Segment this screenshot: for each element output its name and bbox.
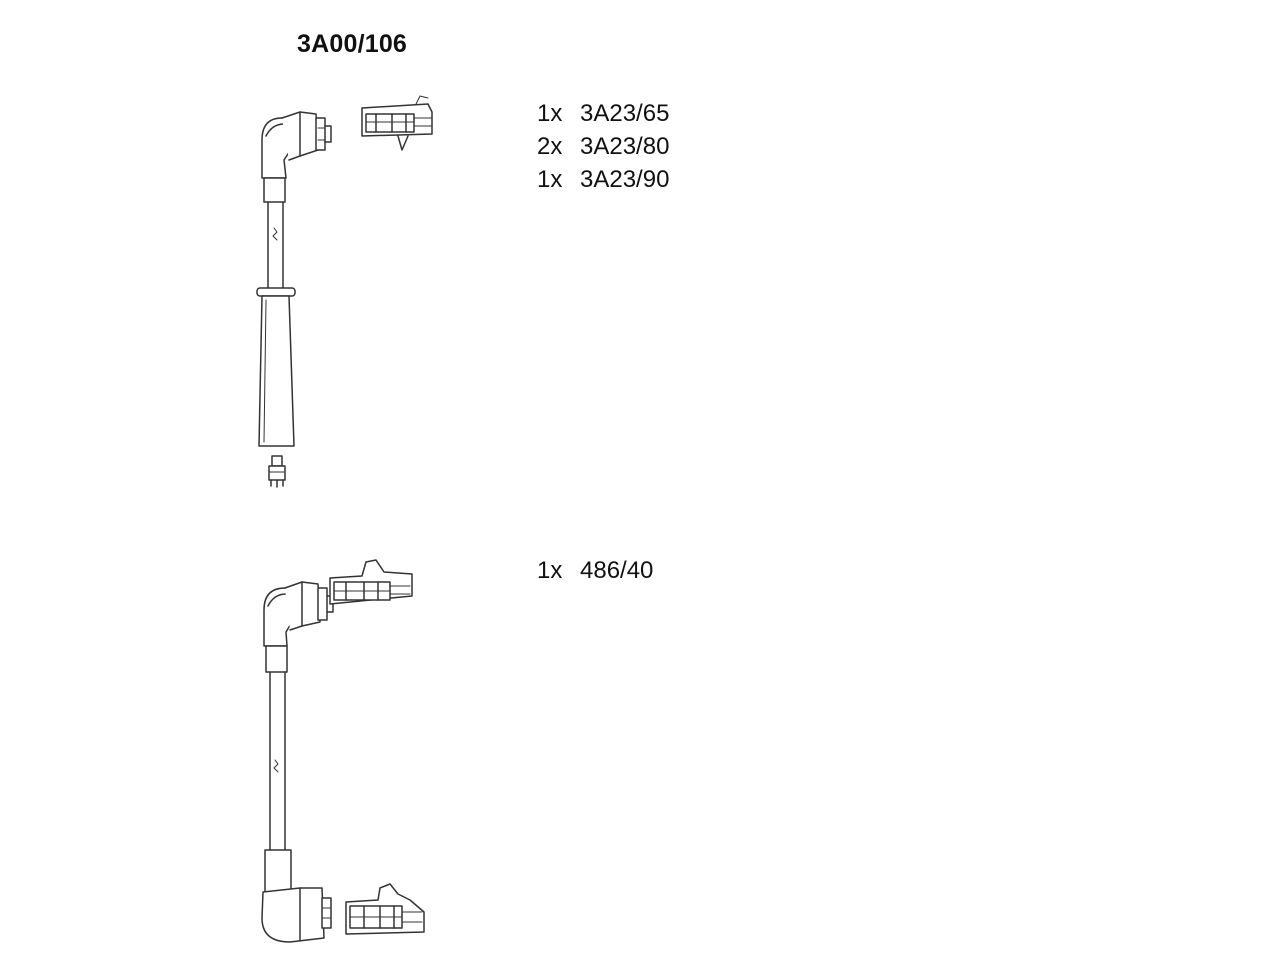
lead-1-terminal: [268, 455, 286, 488]
lead-2-cable: [265, 645, 288, 851]
part-qty: 1x: [537, 166, 563, 193]
lead-2-angled-boot-bottom: [261, 849, 332, 943]
lead-2-angled-boot-top: [263, 581, 334, 647]
part-code: 3A23/80: [580, 133, 670, 160]
part-row: 1x 486/40: [537, 554, 653, 587]
lead-1-angled-boot: [261, 111, 332, 179]
ignition-lead-1: [256, 95, 433, 488]
part-code: 486/40: [580, 557, 654, 584]
lead-set-2-parts-list: 1x 486/40: [537, 554, 653, 587]
part-code: 3A23/90: [580, 166, 670, 193]
ignition-lead-2: [261, 559, 425, 943]
part-row: 1x 3A23/90: [537, 163, 669, 196]
lead-set-1-parts-list: 1x 3A23/65 2x 3A23/80 1x 3A23/90: [537, 97, 669, 196]
kit-part-number: 3A00/106: [297, 30, 408, 58]
part-qty: 1x: [537, 100, 563, 127]
part-qty: 2x: [537, 133, 563, 160]
lead-2-connector-detail-top: [329, 559, 413, 605]
lead-1-straight-boot: [256, 287, 296, 447]
part-row: 1x 3A23/65: [537, 97, 669, 130]
part-code: 3A23/65: [580, 100, 670, 127]
lead-1-cable: [263, 177, 286, 289]
lead-1-connector-detail: [361, 95, 433, 151]
part-qty: 1x: [537, 557, 563, 584]
part-row: 2x 3A23/80: [537, 130, 669, 163]
lead-2-connector-detail-bottom: [345, 883, 425, 935]
